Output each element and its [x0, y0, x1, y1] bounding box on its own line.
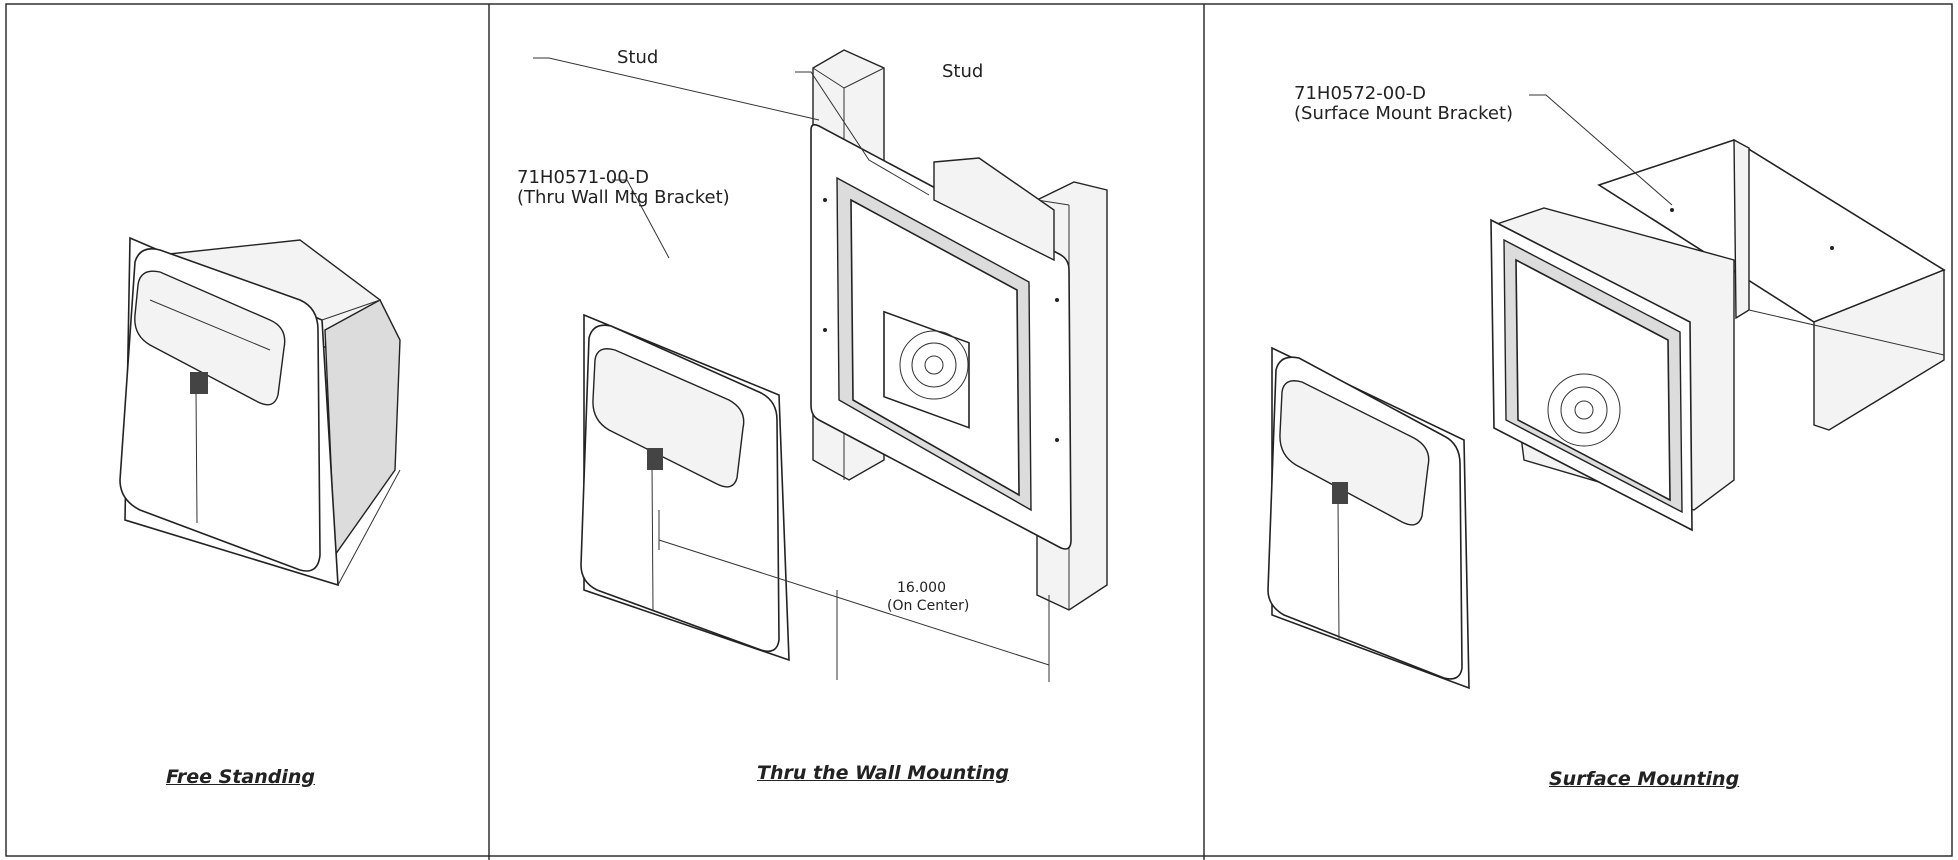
caption-surface: Surface Mounting	[1549, 768, 1740, 790]
detached-logo	[647, 448, 663, 470]
label-stud-right: Stud	[942, 61, 984, 82]
bracket-hole	[1830, 246, 1834, 250]
dimension-value: 16.000	[897, 580, 946, 596]
depth-edge	[337, 469, 401, 586]
label-surface-desc: (Surface Mount Bracket)	[1294, 103, 1514, 124]
detached-seam	[651, 464, 654, 611]
surface-bracket-back	[1733, 138, 1750, 320]
dimension-note: (On Center)	[887, 598, 970, 614]
free-standing-drawing	[119, 236, 401, 587]
surface-detached-handle	[1279, 380, 1430, 526]
cover-seam	[195, 389, 198, 524]
stud-left-top2	[843, 67, 885, 89]
caption-free-standing: Free Standing	[166, 766, 316, 788]
bracket-hole	[1055, 438, 1059, 442]
caption-thru-wall: Thru the Wall Mounting	[757, 762, 1009, 784]
detached-handle	[592, 348, 745, 488]
label-stud-left: Stud	[617, 47, 659, 68]
bracket-hole	[823, 198, 827, 202]
surface-detached-seam	[1337, 499, 1340, 641]
surface-fan-outer	[1547, 373, 1621, 447]
stud-left-top	[812, 67, 845, 89]
leader-bracket	[612, 179, 670, 259]
label-surface-part: 71H0572-00-D	[1294, 83, 1427, 104]
housing-top	[933, 157, 1055, 262]
leader-stud-right	[795, 71, 930, 196]
leader-surface-bracket	[1529, 94, 1673, 206]
fan-hub	[924, 355, 944, 375]
fan-guard-mid	[911, 342, 957, 388]
handle-recess	[134, 270, 286, 406]
label-bracket-part: 71H0571-00-D	[517, 167, 650, 188]
handle-line	[149, 299, 271, 351]
bracket-hole	[823, 328, 827, 332]
panel-surface: 71H0572-00-D (Surface Mount Bracket) Sur…	[1204, 0, 1958, 860]
surface-bracket-front	[1813, 268, 1945, 431]
bracket-hole	[1670, 208, 1674, 212]
surface-fan-hub	[1574, 400, 1594, 420]
surface-bracket-edge	[1748, 309, 1945, 356]
thru-wall-drawing	[533, 49, 1108, 682]
bracket-hole	[1055, 298, 1059, 302]
surface-drawing	[1267, 94, 1946, 690]
sheet-border	[5, 3, 1953, 857]
surface-fan-mid	[1560, 386, 1608, 434]
leader-stud-left	[533, 57, 820, 121]
surface-detached-logo	[1332, 482, 1348, 504]
panel-thru-wall: Stud Stud 71H0571-00-D (Thru Wall Mtg Br…	[489, 0, 1204, 860]
label-bracket-desc: (Thru Wall Mtg Bracket)	[517, 187, 730, 208]
logo-badge	[190, 372, 208, 394]
panel-free-standing: Free Standing	[0, 0, 489, 860]
surface-unit-interior	[1515, 258, 1671, 502]
housing-back	[324, 299, 401, 558]
dim-line	[658, 539, 1050, 666]
depth-edge-top	[321, 299, 381, 321]
fan-guard-outer	[899, 330, 969, 400]
stud-right-top	[1036, 199, 1070, 206]
